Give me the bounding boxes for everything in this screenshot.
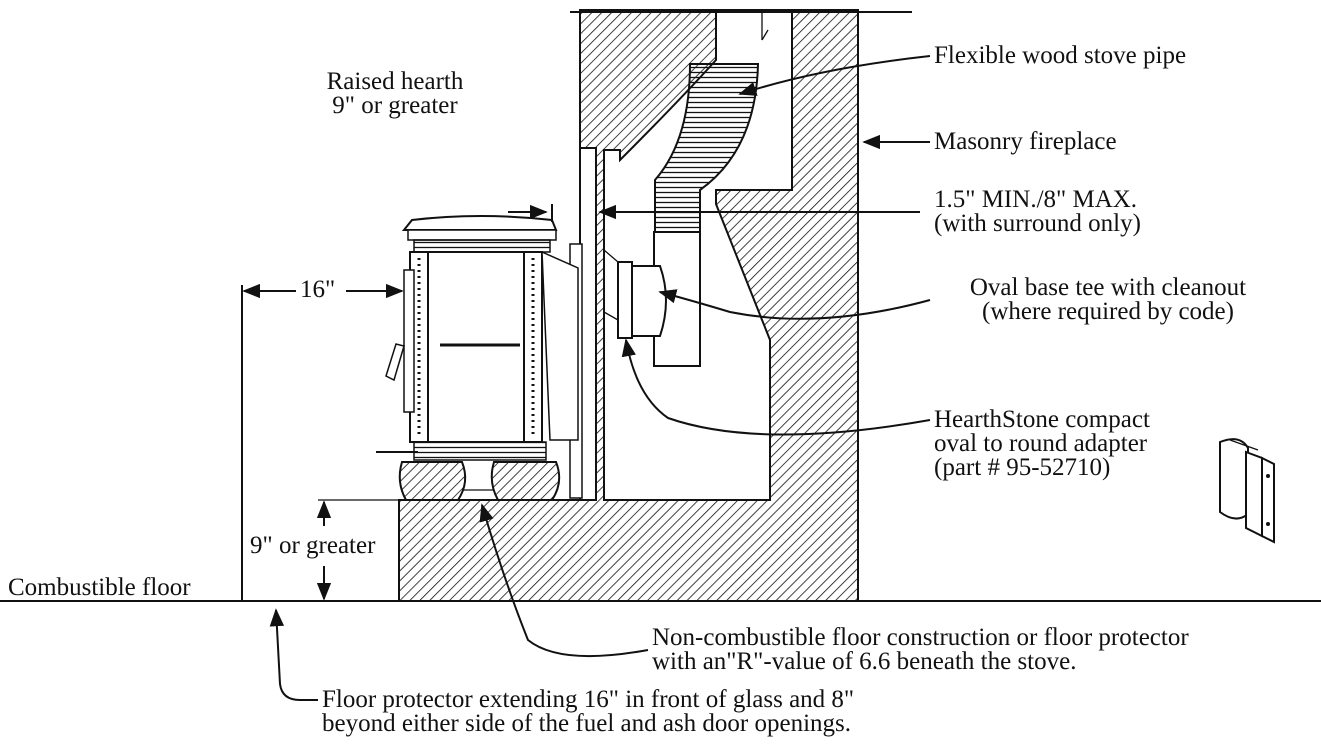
adapter-line3: (part # 95-52710) <box>934 454 1111 481</box>
clearance-line2: (with surround only) <box>934 210 1141 237</box>
non-combustible-label: Non-combustible floor construction or fl… <box>652 624 1189 675</box>
floor-protector-line1: Floor protector extending 16" in front o… <box>322 686 855 713</box>
adapter-illustration <box>1219 438 1275 544</box>
flexible-pipe-label: Flexible wood stove pipe <box>934 42 1187 69</box>
clearance-line1: 1.5" MIN./8" MAX. <box>934 186 1138 213</box>
non-combustible-line2: with an"R"-value of 6.6 beneath the stov… <box>652 648 1077 675</box>
adapter-label: HearthStone compact oval to round adapte… <box>934 406 1150 481</box>
oval-tee-label: Oval base tee with cleanout (where requi… <box>928 274 1288 325</box>
oval-tee-line2: (where required by code) <box>982 298 1234 325</box>
oval-tee-line1: Oval base tee with cleanout <box>969 274 1247 301</box>
dimension-16-label: 16" <box>300 276 336 303</box>
stove <box>376 215 579 501</box>
oval-base-tee <box>617 261 633 339</box>
raised-hearth-label: Raised hearth 9" or greater <box>310 68 480 119</box>
raised-hearth-line2: 9" or greater <box>332 92 458 119</box>
dimension-9-label: 9" or greater <box>250 532 376 559</box>
clearance-label: 1.5" MIN./8" MAX. (with surround only) <box>934 186 1141 237</box>
adapter-line2: oval to round adapter <box>934 430 1148 457</box>
non-combustible-line1: Non-combustible floor construction or fl… <box>652 624 1189 651</box>
masonry-fireplace-label: Masonry fireplace <box>934 128 1117 155</box>
floor-protector-label: Floor protector extending 16" in front o… <box>322 686 855 737</box>
raised-hearth-line1: Raised hearth <box>326 68 464 95</box>
combustible-floor-label: Combustible floor <box>8 574 191 601</box>
floor-protector-line2: beyond either side of the fuel and ash d… <box>322 710 852 737</box>
adapter-line1: HearthStone compact <box>934 406 1150 433</box>
